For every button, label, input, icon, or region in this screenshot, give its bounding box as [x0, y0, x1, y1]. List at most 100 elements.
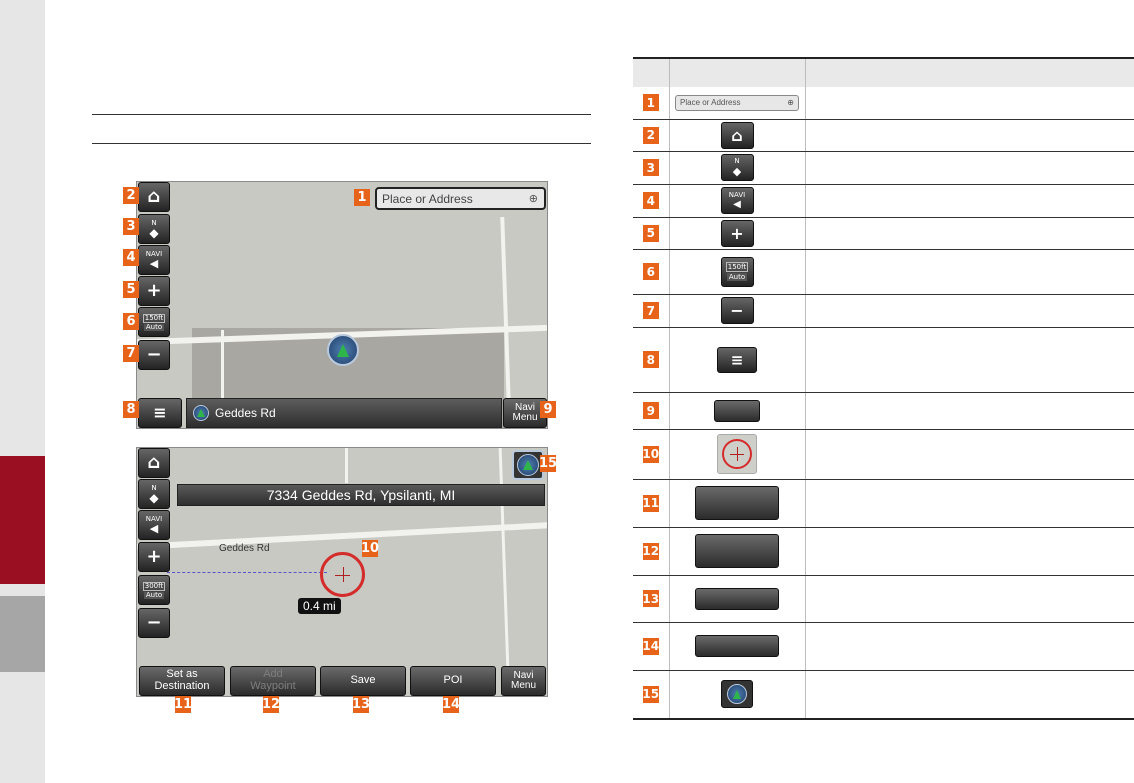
navi-menu-line1: Navi: [513, 669, 534, 681]
menu-icon: ≡: [717, 346, 757, 373]
callout-badge: 15: [538, 455, 558, 472]
table-row: 4 NAVI◀: [633, 184, 1134, 218]
navi-menu-thumbnail: [714, 399, 760, 422]
row-number-badge: 13: [642, 590, 660, 607]
row-number-badge: 9: [642, 402, 659, 419]
callout-badge: 14: [441, 696, 461, 713]
add-waypoint-thumbnail: [695, 534, 779, 568]
navi-volume-button[interactable]: NAVI ◀: [138, 510, 170, 540]
callout-badge: 7: [123, 345, 139, 362]
gps-mini-icon: [193, 405, 209, 421]
callout-badge: 5: [123, 281, 139, 298]
zoom-in-button[interactable]: +: [138, 276, 170, 306]
side-tab-active[interactable]: [0, 456, 45, 584]
navi-menu-line2: Menu: [510, 680, 536, 691]
navi-menu-line2: Menu: [512, 412, 538, 423]
row-number-badge: 14: [642, 637, 660, 655]
table-row: 10: [633, 429, 1134, 480]
poi-button[interactable]: POI: [410, 666, 496, 696]
home-button[interactable]: ⌂: [138, 448, 170, 478]
gps-arrow-icon: [721, 680, 753, 709]
save-button[interactable]: Save: [320, 666, 406, 696]
row-number-badge: 8: [642, 351, 659, 368]
map-scale-button[interactable]: 150ft Auto: [138, 307, 170, 337]
menu-icon: ≡: [153, 403, 167, 422]
current-road-name: Geddes Rd: [215, 406, 276, 420]
row-number-badge: 11: [642, 494, 660, 512]
set-as-destination-button[interactable]: Set as Destination: [139, 666, 225, 696]
callout-badge: 6: [123, 313, 139, 330]
table-header-row: [633, 57, 1134, 87]
map-screen-2: ⌂ N◆ NAVI ◀ + 300ft Auto − 7334 Geddes R…: [136, 447, 548, 697]
menu-button[interactable]: ≡: [138, 398, 182, 428]
cursor-icon[interactable]: [320, 552, 365, 597]
compass-icon: N◆: [149, 218, 159, 240]
compass-button[interactable]: N◆: [138, 214, 170, 244]
map-scale-value: 150ft: [142, 313, 166, 323]
map-scale-button[interactable]: 300ft Auto: [138, 575, 170, 605]
table-row: 3 N◆: [633, 151, 1134, 185]
navi-menu-button[interactable]: Navi Menu: [501, 666, 546, 696]
map-road-side: [221, 330, 224, 428]
table-row: 5 +: [633, 217, 1134, 250]
table-row: 9: [633, 392, 1134, 430]
home-icon: ⌂: [147, 186, 161, 207]
table-header-number: [633, 57, 669, 87]
search-icon: ⊕: [528, 193, 538, 205]
zoom-in-button[interactable]: +: [138, 542, 170, 572]
row-number-badge: 12: [642, 542, 660, 560]
table-header-icon: [668, 57, 806, 87]
callout-badge: 3: [123, 218, 139, 235]
compass-button[interactable]: N◆: [138, 479, 170, 509]
map-road-north: [345, 448, 348, 483]
table-row: 2 ⌂: [633, 119, 1134, 152]
zoom-out-button[interactable]: −: [138, 340, 170, 370]
callout-badge: 4: [123, 249, 139, 266]
section-rule-top: [92, 114, 591, 115]
table-row: 15: [633, 670, 1134, 720]
add-waypoint-button[interactable]: Add Waypoint: [230, 666, 316, 696]
compass-icon: N◆: [720, 154, 754, 181]
add-waypoint-line2: Waypoint: [250, 680, 296, 692]
callout-badge: 1: [354, 189, 370, 206]
side-tab-inactive[interactable]: [0, 596, 45, 672]
speaker-icon: ◀: [149, 257, 159, 270]
map-scale-value: 150ft: [725, 262, 749, 272]
plus-icon: +: [146, 546, 162, 567]
route-line: [167, 572, 327, 573]
table-row: 13: [633, 575, 1134, 623]
row-number-badge: 7: [642, 302, 659, 319]
button-reference-table: 1 Place or Address⊕ 2 ⌂ 3 N◆ 4 NAVI◀ 5 +…: [633, 57, 1134, 720]
set-destination-thumbnail: [695, 486, 779, 520]
row-number-badge: 1: [642, 94, 659, 112]
table-row: 8 ≡: [633, 327, 1134, 393]
gps-arrow-icon: [327, 334, 359, 366]
section-rule-bottom: [92, 143, 591, 144]
navi-volume-button[interactable]: NAVI ◀: [138, 245, 170, 275]
zoom-out-button[interactable]: −: [138, 608, 170, 638]
set-destination-line2: Destination: [154, 680, 210, 692]
map-scale-mode: Auto: [143, 322, 165, 331]
home-icon: ⌂: [720, 121, 754, 149]
home-button[interactable]: ⌂: [138, 182, 170, 212]
table-row: 11: [633, 479, 1134, 528]
table-row: 7 −: [633, 294, 1134, 328]
current-position-button[interactable]: [512, 450, 544, 480]
map-scale-mode: Auto: [143, 590, 165, 599]
table-header-description: [805, 57, 1134, 87]
distance-label: 0.4 mi: [298, 598, 341, 614]
table-row: 1 Place or Address⊕: [633, 87, 1134, 120]
row-number-badge: 5: [642, 224, 659, 242]
table-row: 12: [633, 527, 1134, 576]
navi-menu-line1: Navi: [514, 401, 535, 413]
minus-icon: −: [146, 344, 162, 365]
poi-thumbnail: [695, 635, 779, 657]
plus-icon: +: [720, 219, 754, 247]
row-number-badge: 6: [642, 263, 659, 280]
address-bar: 7334 Geddes Rd, Ypsilanti, MI: [177, 484, 545, 506]
home-icon: ⌂: [147, 452, 161, 473]
row-number-badge: 15: [642, 685, 660, 703]
search-input[interactable]: Place or Address ⊕: [375, 187, 546, 210]
map-scale-mode: Auto: [726, 273, 748, 281]
current-road-bar: Geddes Rd: [186, 398, 502, 428]
